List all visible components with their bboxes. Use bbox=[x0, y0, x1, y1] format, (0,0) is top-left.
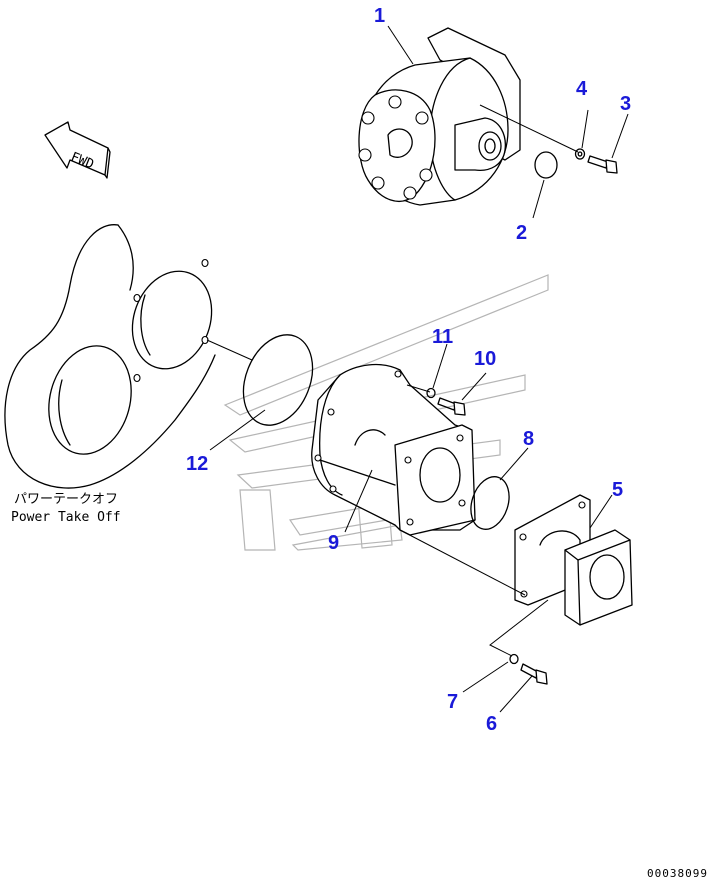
caption: パワーテークオフ Power Take Off bbox=[11, 492, 121, 525]
callout-6: 6 bbox=[486, 713, 497, 735]
part-5-spacer bbox=[514, 494, 633, 626]
leader-lines bbox=[206, 25, 629, 713]
callout-2: 2 bbox=[516, 222, 527, 244]
callout-7: 7 bbox=[447, 691, 458, 713]
callout-9: 9 bbox=[328, 532, 339, 554]
callout-4: 4 bbox=[576, 78, 588, 100]
part-3-bolt bbox=[587, 155, 618, 174]
callouts: 1 2 3 4 5 6 7 8 9 10 11 12 bbox=[186, 5, 631, 735]
part-12-o-ring bbox=[242, 334, 314, 426]
part-1-pump bbox=[358, 27, 521, 206]
part-2-o-ring bbox=[534, 151, 558, 179]
callout-11: 11 bbox=[432, 326, 453, 348]
callout-3: 3 bbox=[620, 93, 631, 115]
transmission-case bbox=[4, 224, 216, 489]
callout-5: 5 bbox=[612, 479, 623, 501]
caption-english: Power Take Off bbox=[11, 510, 121, 525]
callout-1: 1 bbox=[374, 5, 385, 27]
callout-10: 10 bbox=[474, 348, 496, 370]
part-8-o-ring bbox=[470, 476, 510, 530]
part-9-adapter bbox=[311, 363, 476, 536]
part-6-bolt bbox=[520, 663, 548, 685]
caption-japanese: パワーテークオフ bbox=[14, 492, 118, 507]
part-4-washer bbox=[574, 148, 586, 160]
part-11-washer bbox=[426, 387, 436, 399]
part-7-washer bbox=[509, 653, 519, 665]
drawing-id: 00038099 bbox=[647, 867, 708, 880]
part-10-bolt bbox=[437, 397, 466, 416]
callout-12: 12 bbox=[186, 453, 208, 475]
fwd-arrow-icon: FWD bbox=[44, 121, 111, 179]
callout-8: 8 bbox=[523, 428, 534, 450]
